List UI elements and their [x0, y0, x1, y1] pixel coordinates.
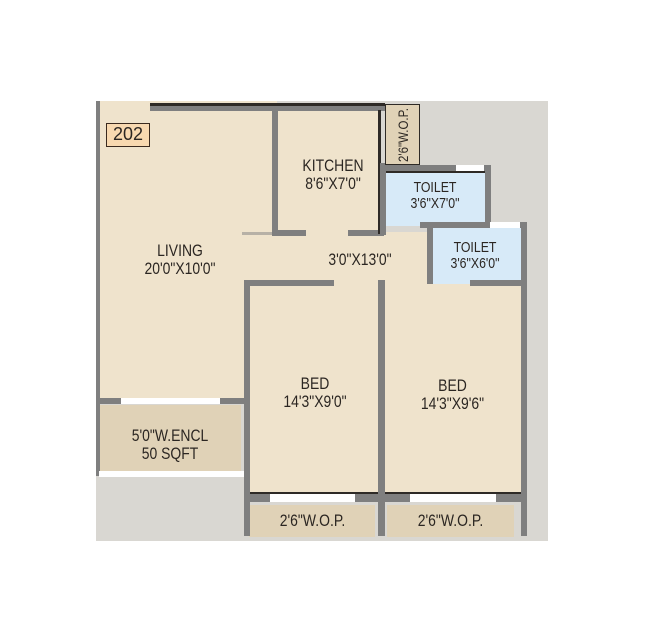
bed1-wop-label: 2'6"W.O.P. — [279, 511, 346, 530]
wall — [427, 222, 433, 284]
unit-number-badge: 202 — [106, 123, 150, 147]
encl-area: 50 SQFT — [141, 443, 199, 463]
wall — [485, 165, 491, 227]
room-name: TOILET — [453, 239, 497, 256]
window-enclosure-label: 5'0"W.ENCL 50 SQFT — [113, 427, 228, 463]
wall — [386, 171, 486, 173]
passage-floor — [244, 232, 434, 284]
wall — [244, 280, 334, 286]
wall — [242, 232, 272, 235]
window — [410, 494, 496, 502]
kitchen-floor — [277, 110, 381, 235]
bed1-wop-area — [249, 505, 375, 537]
toilet1-floor — [384, 172, 486, 226]
wall — [348, 230, 384, 236]
wall — [385, 494, 410, 502]
window — [456, 165, 484, 171]
bed1-label: BED 14'3"X9'0" — [266, 375, 364, 411]
bed2-label: BED 14'3"X9'6" — [401, 377, 504, 413]
passage-label: 3'0"X13'0" — [315, 251, 405, 269]
room-size: 3'6"X7'0" — [410, 194, 460, 212]
wall — [99, 398, 121, 404]
toilet2-floor — [432, 228, 522, 284]
wall — [96, 101, 100, 476]
room-size: 20'0"X10'0" — [144, 258, 216, 278]
wall — [150, 106, 385, 111]
window — [121, 398, 220, 404]
room-name: KITCHEN — [302, 156, 364, 175]
room-name: LIVING — [157, 241, 203, 260]
wall — [355, 494, 379, 502]
toilet1-label: TOILET 3'6"X7'0" — [394, 180, 476, 212]
bed2-wop-label: 2'6"W.O.P. — [417, 511, 484, 530]
wall — [220, 398, 246, 404]
window — [490, 222, 520, 228]
wall — [496, 494, 521, 502]
wall — [385, 492, 521, 494]
wall — [150, 103, 385, 107]
wall — [248, 494, 270, 502]
room-size: 3'6"X6'0" — [450, 254, 500, 272]
wall — [470, 280, 526, 286]
window — [99, 471, 244, 477]
kitchen-label: KITCHEN 8'6"X7'0" — [288, 157, 378, 193]
wall — [272, 230, 306, 236]
window — [270, 494, 355, 502]
wall — [521, 222, 527, 536]
room-name: TOILET — [413, 179, 457, 196]
room-size: 3'0"X13'0" — [328, 250, 392, 269]
kitchen-wop-label: 2'6"W.O.P. — [394, 107, 411, 162]
room-name: BED — [300, 374, 330, 393]
wall — [378, 280, 385, 536]
encl-size: 5'0"W.ENCL — [131, 426, 209, 445]
wall — [380, 163, 386, 235]
wall — [244, 280, 250, 536]
room-size: 14'3"X9'0" — [283, 391, 347, 411]
wall — [250, 492, 378, 494]
window-enclosure-area — [99, 405, 241, 471]
room-size: 8'6"X7'0" — [305, 173, 361, 193]
wall — [378, 110, 381, 234]
wall — [272, 110, 278, 236]
wall — [420, 222, 490, 228]
bed2-wop-area — [387, 505, 514, 537]
bed2-floor — [384, 284, 522, 496]
wall — [380, 165, 488, 171]
toilet2-label: TOILET 3'6"X6'0" — [434, 240, 516, 272]
room-size: 14'3"X9'6" — [420, 393, 485, 413]
bed1-floor — [248, 284, 380, 496]
kitchen-wop-area: 2'6"W.O.P. — [385, 104, 420, 165]
room-name: BED — [438, 376, 467, 395]
living-label: LIVING 20'0"X10'0" — [123, 242, 238, 278]
